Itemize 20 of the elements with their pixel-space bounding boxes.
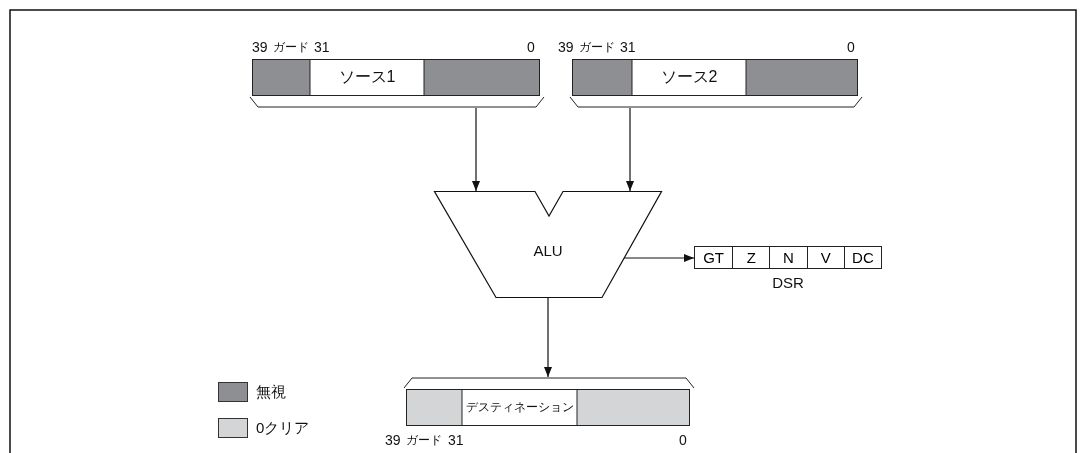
flag-cell: V bbox=[806, 247, 844, 268]
flag-cell: N bbox=[769, 247, 807, 268]
alu-shape bbox=[434, 191, 662, 298]
legend-label: 0クリア bbox=[256, 420, 310, 435]
arrow bbox=[544, 297, 552, 378]
arrow bbox=[626, 107, 634, 192]
register-label: デスティネーション bbox=[464, 401, 575, 413]
bit-label: 39 bbox=[385, 433, 401, 447]
register-label: ソース2 bbox=[659, 69, 719, 85]
flag-cell: DC bbox=[843, 247, 881, 268]
alu-label: ALU bbox=[532, 243, 564, 258]
flag-register bbox=[694, 246, 882, 269]
legend-label: 無視 bbox=[256, 384, 286, 399]
register-caption: DSR bbox=[771, 275, 805, 290]
bit-label: 39 bbox=[558, 40, 574, 54]
flag-cell: Z bbox=[732, 247, 770, 268]
arrow bbox=[472, 107, 480, 192]
bit-label: 0 bbox=[527, 40, 535, 54]
flag-cell-text: GT bbox=[702, 248, 725, 268]
register-label: ソース1 bbox=[337, 69, 397, 85]
